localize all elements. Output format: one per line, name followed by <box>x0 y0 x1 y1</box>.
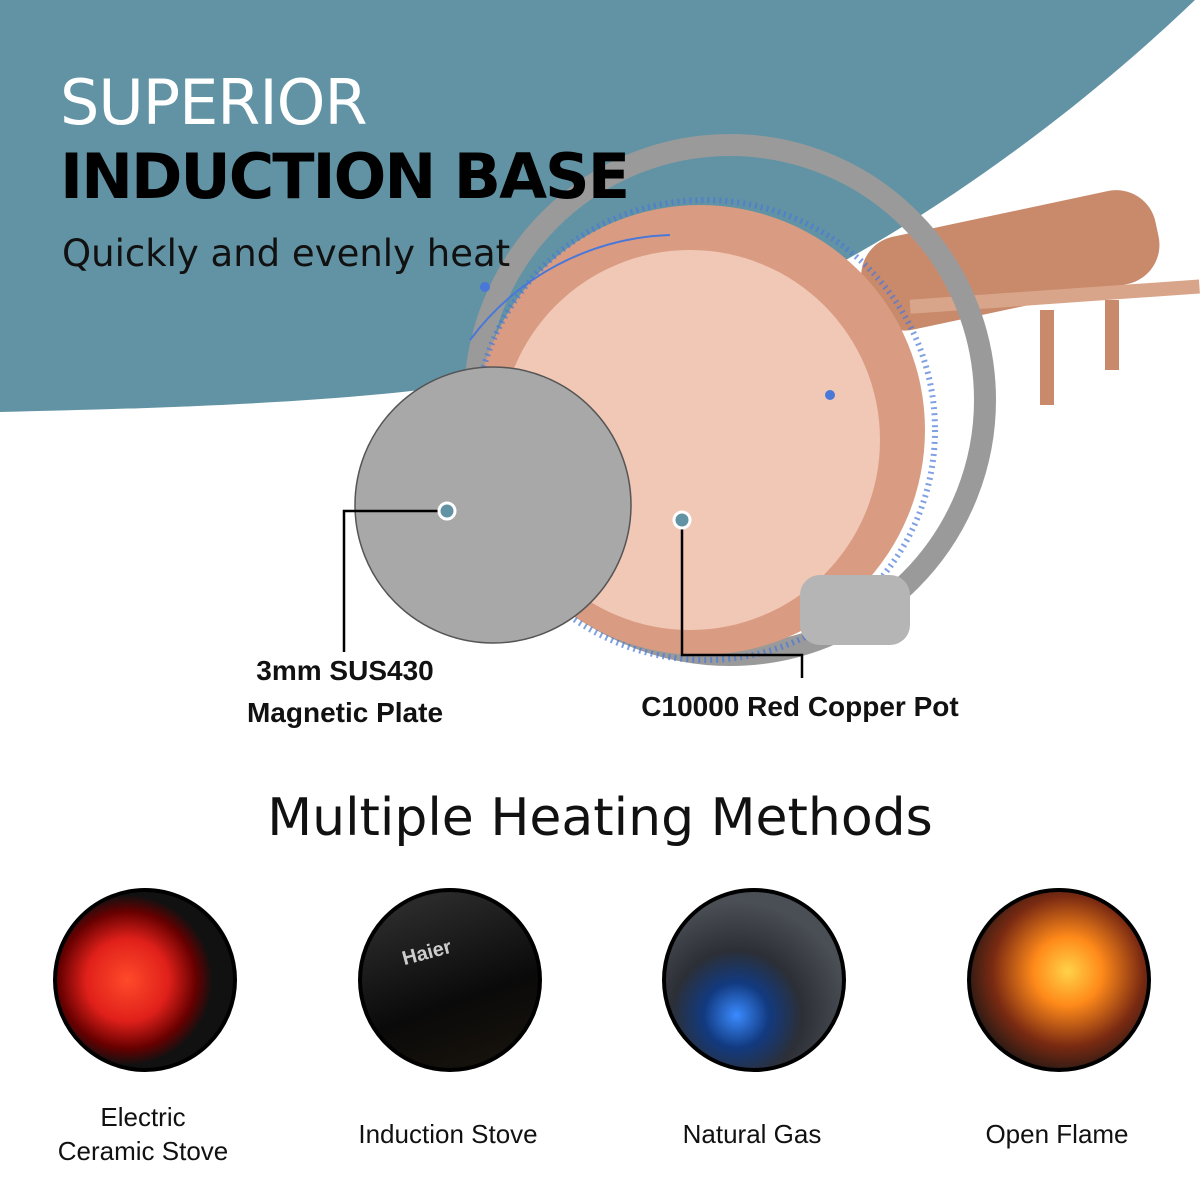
plate-label-line2: Magnetic Plate <box>246 697 444 728</box>
teal-banner <box>0 0 1195 412</box>
method-electric-ceramic: Electric Ceramic Stove <box>0 1100 293 1168</box>
plate-callout: 3mm SUS430 Magnetic Plate <box>220 650 470 734</box>
haier-logo: Haier <box>399 935 454 971</box>
title-line2: INDUCTION BASE <box>60 140 630 213</box>
methods-title: Multiple Heating Methods <box>267 788 933 848</box>
pot-marker <box>672 510 692 530</box>
magnetic-plate <box>354 366 632 644</box>
method-label-line2: Ceramic Stove <box>57 1136 229 1166</box>
product-illustration <box>0 0 1200 678</box>
plate-marker <box>437 501 457 521</box>
induction-stove-image: Haier <box>358 888 542 1072</box>
title-line1: SUPERIOR <box>60 66 368 139</box>
natural-gas-image <box>662 888 846 1072</box>
copper-pipes <box>861 190 1200 405</box>
pot-callout: C10000 Red Copper Pot <box>641 691 959 722</box>
subtitle: Quickly and evenly heat <box>62 232 511 275</box>
method-natural-gas: Natural Gas <box>682 1119 822 1149</box>
method-label-line1: Electric <box>100 1102 186 1132</box>
method-induction: Induction Stove <box>358 1119 538 1149</box>
method-open-flame: Open Flame <box>985 1119 1129 1149</box>
open-flame-image <box>967 888 1151 1072</box>
electric-ceramic-stove-image <box>53 888 237 1072</box>
plate-label-line1: 3mm SUS430 <box>256 655 434 686</box>
